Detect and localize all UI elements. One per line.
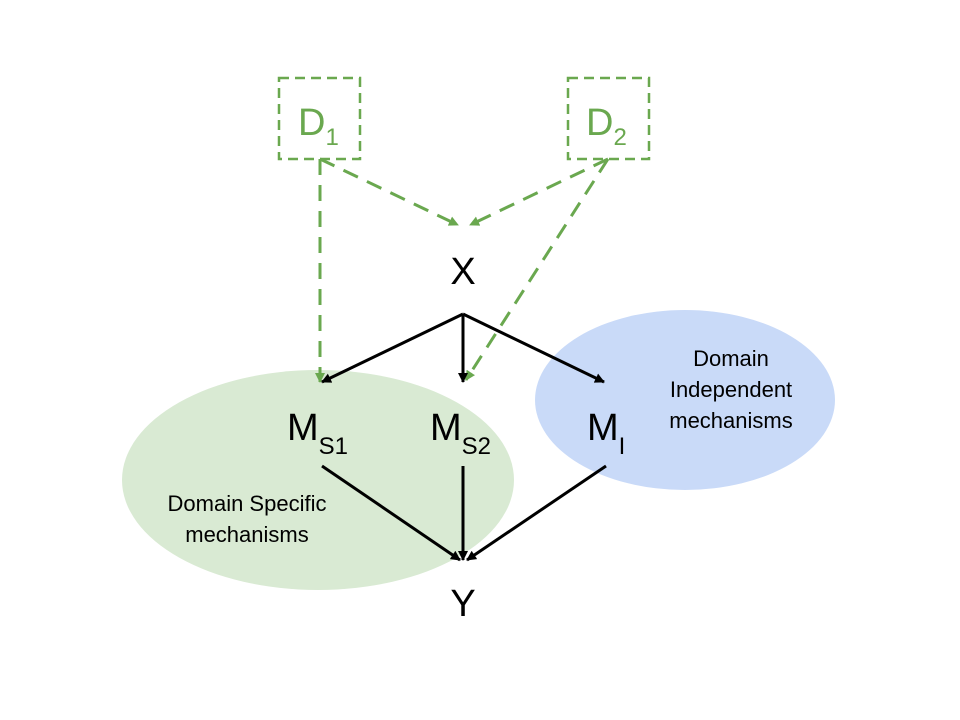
domain-independent-region bbox=[535, 310, 835, 490]
d1-subscript: 1 bbox=[325, 124, 338, 151]
mi-subscript: I bbox=[619, 433, 626, 460]
domain-independent-caption-line2: Independent bbox=[670, 377, 792, 402]
domain-specific-caption-line2: mechanisms bbox=[185, 522, 308, 547]
edge-d1-x bbox=[319, 157, 459, 227]
domain-independent-caption-line1: Domain bbox=[693, 346, 769, 371]
domain-independent-caption-line3: mechanisms bbox=[669, 408, 792, 433]
edge-d2-ms2 bbox=[464, 158, 610, 381]
d2-subscript: 2 bbox=[613, 124, 626, 151]
domain-specific-region bbox=[122, 370, 514, 590]
d2-label: D2 bbox=[586, 102, 627, 151]
ms1-label: MS1 bbox=[287, 407, 348, 460]
ms2-label: MS2 bbox=[430, 407, 491, 460]
edge-x-ms1 bbox=[321, 312, 464, 384]
edge-x-mi bbox=[462, 312, 605, 384]
domain-specific-caption-line1: Domain Specific bbox=[168, 491, 327, 516]
edge-ms1-y bbox=[321, 464, 461, 562]
ms2-subscript: S2 bbox=[462, 433, 491, 460]
x-label: X bbox=[450, 251, 475, 293]
d2-box bbox=[566, 76, 651, 161]
mi-label: MI bbox=[587, 407, 625, 460]
y-label: Y bbox=[450, 583, 475, 625]
d1-box bbox=[277, 76, 362, 161]
d1-label: D1 bbox=[298, 102, 339, 151]
edge-mi-y bbox=[466, 464, 607, 562]
ms1-subscript: S1 bbox=[319, 433, 348, 460]
